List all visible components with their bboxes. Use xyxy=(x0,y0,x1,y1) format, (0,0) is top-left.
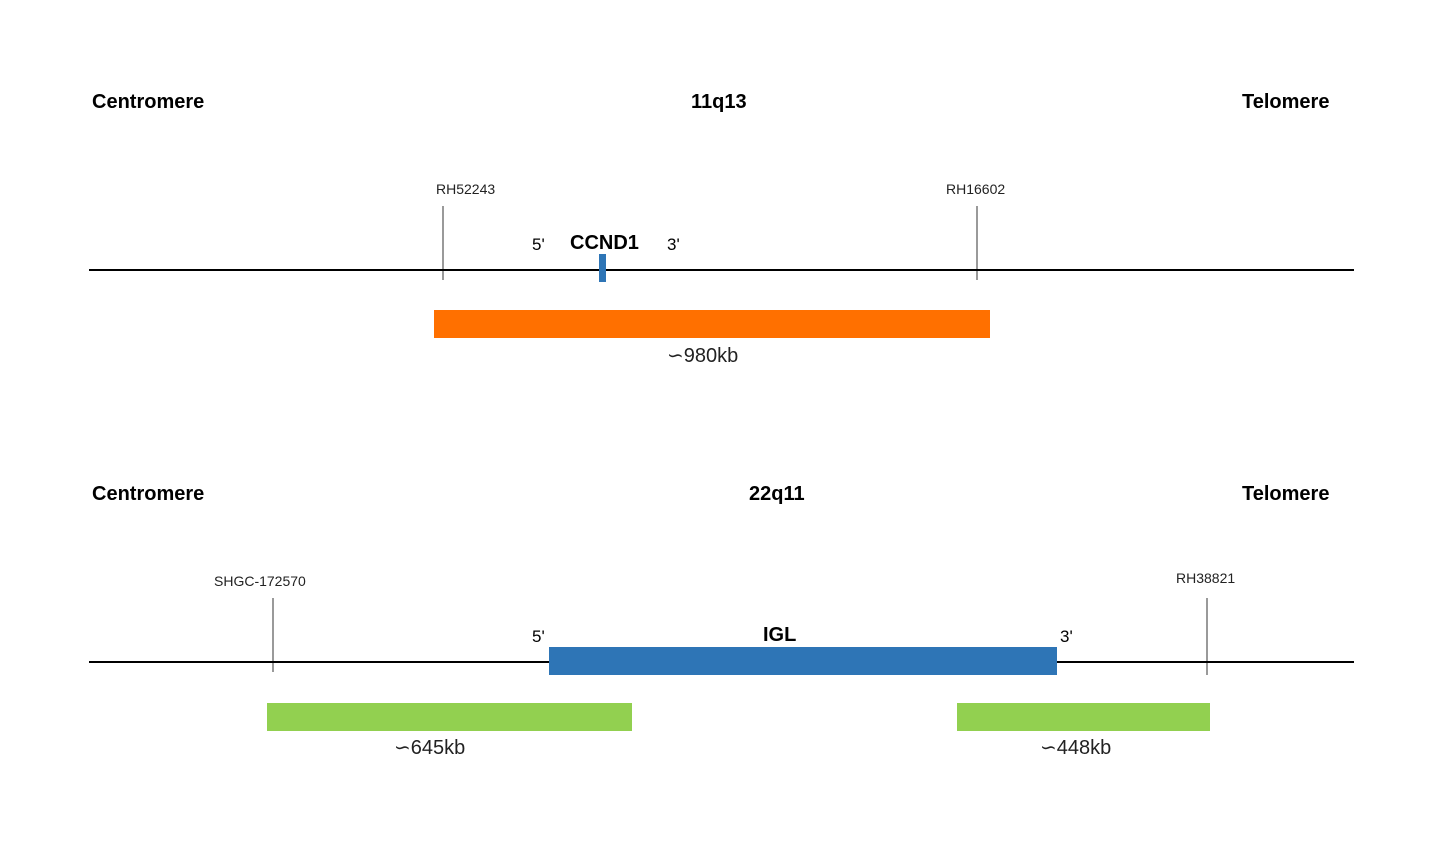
telomere-label-2: Telomere xyxy=(1242,483,1330,505)
five-prime-label-ccnd1: 5' xyxy=(532,235,545,254)
five-prime-label-igl: 5' xyxy=(532,627,545,646)
band-label-11q13: 11q13 xyxy=(691,91,747,113)
three-prime-label-ccnd1: 3' xyxy=(667,235,680,254)
marker-tick-rh16602 xyxy=(976,206,978,280)
telomere-label-1: Telomere xyxy=(1242,91,1330,113)
gene-bar-igl xyxy=(549,647,1057,675)
chromosome-line-11q13 xyxy=(89,269,1354,271)
marker-label-rh16602: RH16602 xyxy=(946,181,1006,197)
marker-label-rh52243: RH52243 xyxy=(436,181,496,197)
gene-label-ccnd1: CCND1 xyxy=(570,232,639,254)
centromere-label-1: Centromere xyxy=(92,91,205,113)
centromere-label-2: Centromere xyxy=(92,483,205,505)
marker-tick-rh52243 xyxy=(442,206,444,280)
marker-label-rh38821: RH38821 xyxy=(1176,570,1236,586)
marker-tick-rh38821 xyxy=(1206,598,1208,675)
marker-tick-shgc-172570 xyxy=(272,598,274,672)
probe-bar-ccnd1 xyxy=(434,310,990,338)
band-label-22q11: 22q11 xyxy=(749,483,805,505)
probe-size-right-igl: ∽448kb xyxy=(1040,737,1112,759)
probe-size-left-igl: ∽645kb xyxy=(394,737,466,759)
three-prime-label-igl: 3' xyxy=(1060,627,1073,646)
probe-bar-left-igl xyxy=(267,703,632,731)
gene-bar-ccnd1 xyxy=(599,254,606,282)
probe-size-ccnd1: ∽980kb xyxy=(667,345,739,367)
probe-bar-right-igl xyxy=(957,703,1210,731)
gene-label-igl: IGL xyxy=(763,624,797,646)
marker-label-shgc-172570: SHGC-172570 xyxy=(214,573,306,589)
